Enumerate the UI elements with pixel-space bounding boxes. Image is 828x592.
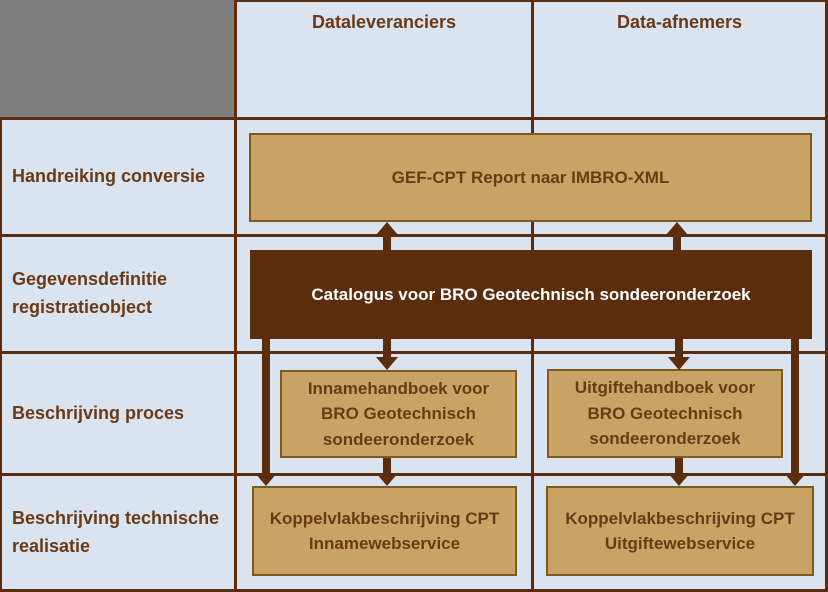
innamehandboek-box: Innamehandboek voor BRO Geotechnisch son… xyxy=(280,370,517,458)
arrow-down-catalogus-to-innamehandboek xyxy=(376,339,398,370)
arrowhead-up-icon xyxy=(376,222,398,235)
arrowhead-down-icon xyxy=(376,357,398,370)
arrow-shaft xyxy=(383,235,391,250)
column-header-data-afnemers: Data-afnemers xyxy=(616,12,743,32)
arrow-shaft xyxy=(383,339,391,357)
row-label-handreiking-conversie: Handreiking conversie xyxy=(12,166,206,187)
arrowhead-down-icon xyxy=(376,473,398,486)
row-label-gegevensdefinitie-registratieobject: Gegevensdefinitie registratieobject xyxy=(12,269,168,317)
arrow-down-catalogus-to-koppelvlak-inname xyxy=(255,339,277,486)
row-label-beschrijving-technische-realisatie: Beschrijving technische realisatie xyxy=(12,507,220,556)
column-header-dataleveranciers: Dataleveranciers xyxy=(311,12,457,32)
gef-cpt-report-box: GEF-CPT Report naar IMBRO-XML xyxy=(249,133,812,222)
grid-line-horizontal-4 xyxy=(0,473,828,476)
arrow-shaft xyxy=(675,339,683,357)
arrowhead-down-icon xyxy=(255,473,277,486)
arrow-down-catalogus-to-koppelvlak-uitgifte xyxy=(784,339,806,486)
arrow-shaft xyxy=(791,339,799,473)
koppelvlak-uitgifte-box: Koppelvlakbeschrijving CPT Uitgiftewebse… xyxy=(546,486,814,576)
arrow-shaft xyxy=(675,458,683,473)
table-border-right xyxy=(825,0,828,592)
arrow-shaft xyxy=(383,458,391,473)
grid-line-horizontal-1 xyxy=(0,117,828,120)
corner-cell xyxy=(0,0,234,117)
arrow-down-innamehandboek-to-koppelvlak xyxy=(376,458,398,486)
arrow-up-catalogus-to-gef-right xyxy=(666,222,688,250)
grid-line-horizontal-3 xyxy=(0,351,828,354)
table-border-left xyxy=(0,0,2,592)
table-border-bottom xyxy=(0,589,828,592)
grid-line-vertical-1 xyxy=(234,0,237,592)
arrow-down-catalogus-to-uitgiftehandboek xyxy=(668,339,690,370)
arrowhead-up-icon xyxy=(666,222,688,235)
arrowhead-down-icon xyxy=(784,473,806,486)
arrowhead-down-icon xyxy=(668,473,690,486)
table-border-top xyxy=(0,0,828,2)
grid-line-horizontal-2 xyxy=(0,234,828,237)
uitgiftehandboek-box: Uitgiftehandboek voor BRO Geotechnisch s… xyxy=(547,369,783,458)
koppelvlak-inname-box: Koppelvlakbeschrijving CPT Innamewebserv… xyxy=(252,486,517,576)
arrowhead-down-icon xyxy=(668,357,690,370)
arrow-down-uitgiftehandboek-to-koppelvlak xyxy=(668,458,690,486)
arrow-shaft xyxy=(673,235,681,250)
arrow-shaft xyxy=(262,339,270,473)
catalogus-box: Catalogus voor BRO Geotechnisch sondeero… xyxy=(250,250,812,339)
arrow-up-catalogus-to-gef-left xyxy=(376,222,398,250)
row-label-beschrijving-proces: Beschrijving proces xyxy=(12,402,185,423)
